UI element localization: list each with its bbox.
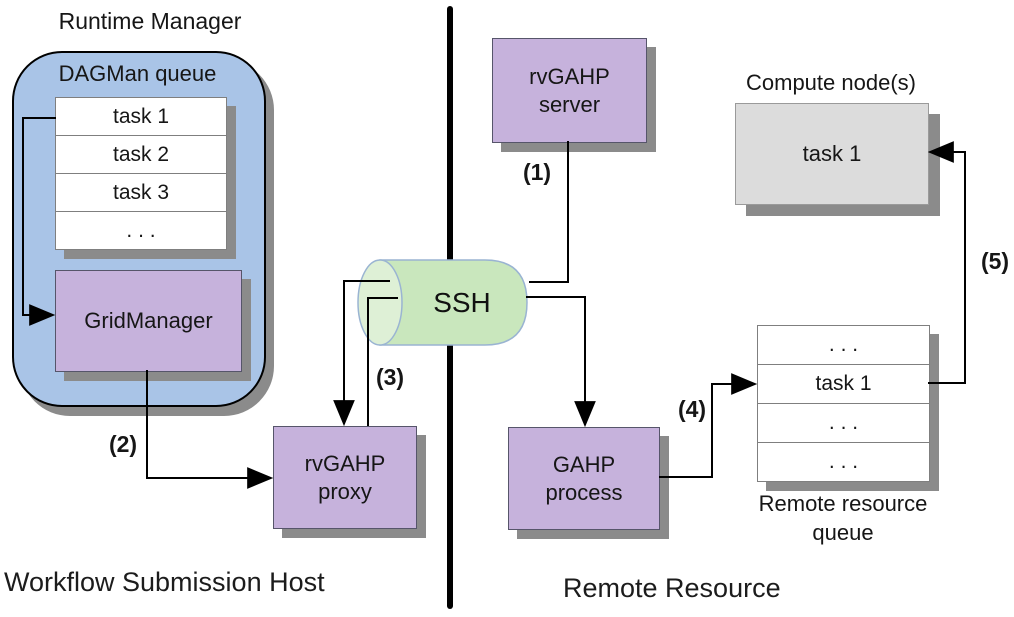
remote-queue-row: . . . — [828, 450, 859, 473]
remote-queue-row: . . . — [758, 326, 929, 365]
arrow-3-ssh-to-proxy — [333, 280, 390, 427]
runtime-manager-title: Runtime Manager — [58, 7, 242, 34]
remote-resource-queue-title: Remote resource queue — [758, 491, 928, 545]
remote-queue-row: task 1 — [758, 365, 929, 404]
arrow-label-3: (3) — [375, 364, 405, 390]
workflow-submission-host-title: Workflow Submission Host — [4, 567, 325, 597]
ssh-cylinder-body — [379, 259, 528, 346]
line-3-proxy-to-ssh — [367, 297, 398, 426]
dagman-queue-label: DAGMan queue — [58, 61, 217, 86]
ssh-label: SSH — [433, 287, 491, 318]
arrow-5-queue-to-compute — [927, 141, 966, 384]
rvgahp-proxy-node: rvGAHP proxy — [273, 426, 417, 529]
compute-node-task-box: task 1 — [735, 103, 929, 205]
dagman-task-row: task 1 — [56, 98, 226, 136]
ssh-cylinder-cap — [357, 259, 403, 346]
arrow-label-4: (4) — [677, 396, 707, 422]
remote-queue-row: . . . — [758, 404, 929, 443]
dagman-task-row: task 2 — [56, 136, 226, 174]
arrow-ssh-to-gahp — [526, 296, 596, 428]
arrow-label-5: (5) — [980, 248, 1010, 274]
arrow-label-1: (1) — [522, 159, 552, 185]
grid-manager-node: GridManager — [55, 270, 242, 372]
remote-resource-queue-table: . . . task 1 . . . . . . — [757, 325, 930, 482]
arrow-label-2: (2) — [108, 431, 138, 457]
dagman-task-row: . . . — [126, 218, 156, 242]
rvgahp-server-node: rvGAHP server — [492, 38, 647, 143]
dagman-task-row: task 3 — [56, 174, 226, 212]
compute-nodes-title: Compute node(s) — [746, 70, 916, 95]
remote-resource-title: Remote Resource — [563, 573, 781, 603]
host-resource-divider — [447, 6, 453, 609]
gahp-process-node: GAHP process — [508, 427, 660, 530]
dagman-task-table: task 1 task 2 task 3 . . . — [55, 97, 227, 250]
